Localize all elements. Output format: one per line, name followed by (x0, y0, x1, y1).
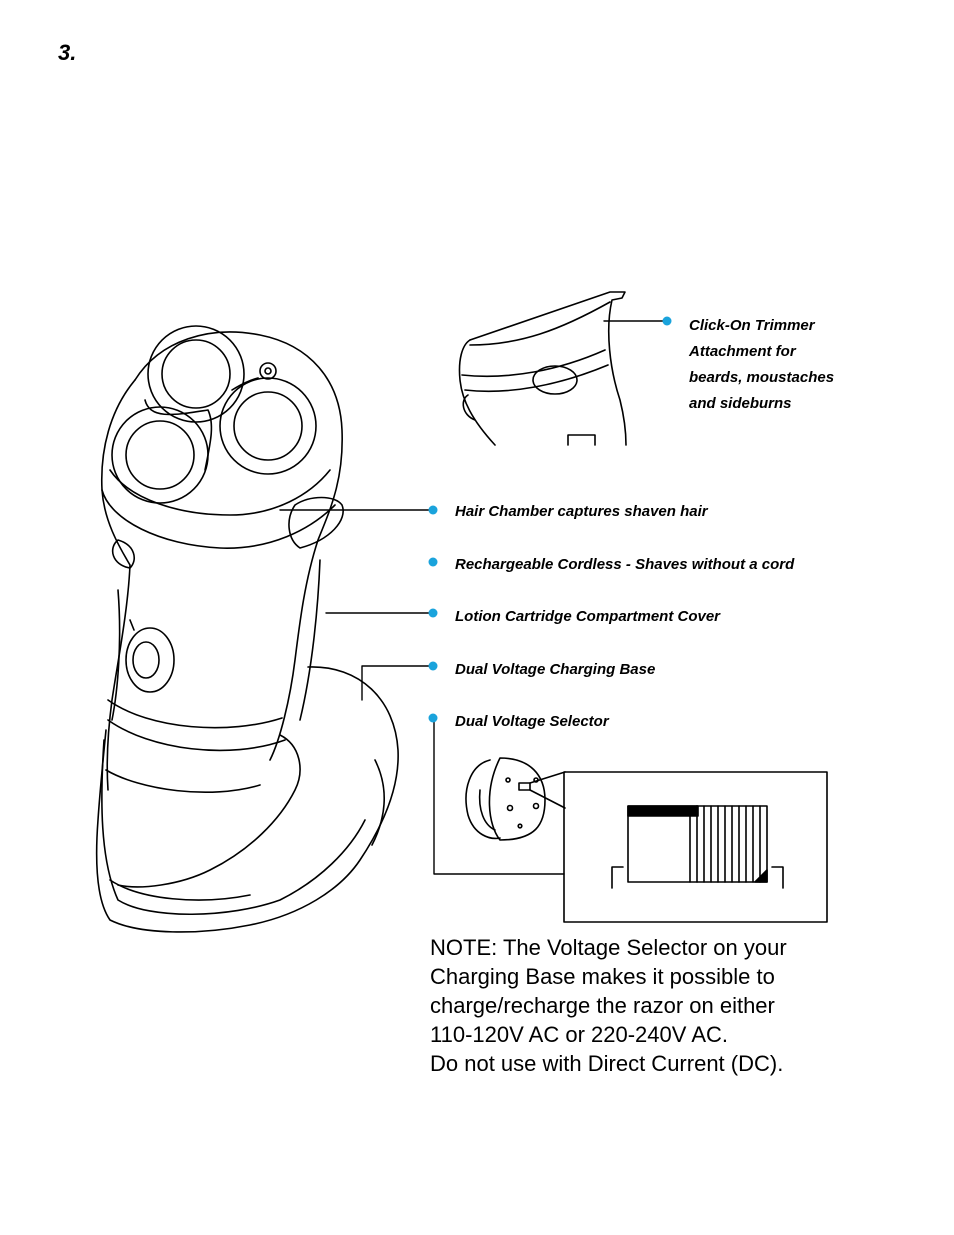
note-line: Charging Base makes it possible to (430, 964, 775, 989)
dot-icon (428, 608, 438, 618)
dot-icon (428, 505, 438, 515)
bullets (428, 316, 672, 723)
leader-lines (279, 320, 668, 875)
dot-icon (662, 316, 672, 326)
rechargeable-callout: Rechargeable Cordless - Shaves without a… (455, 556, 795, 573)
trimmer-callout-line: Attachment for (689, 343, 796, 360)
trimmer-callout: Click-On Trimmer Attachment for beards, … (689, 313, 834, 417)
voltage-note: NOTE: The Voltage Selector on your Charg… (430, 933, 787, 1078)
charging-base-drawing (95, 666, 399, 933)
note-line: NOTE: The Voltage Selector on your (430, 935, 787, 960)
dot-icon (428, 661, 438, 671)
lotion-cover-callout: Lotion Cartridge Compartment Cover (455, 608, 721, 625)
trimmer-drawing (458, 291, 627, 446)
trimmer-callout-line: beards, moustaches (689, 369, 835, 386)
dot-icon (428, 557, 438, 567)
page-number: 3. (58, 40, 77, 65)
note-line: 110-120V AC or 220-240V AC. (430, 1022, 729, 1047)
note-line: Do not use with Direct Current (DC). (430, 1051, 784, 1076)
charging-base-callout: Dual Voltage Charging Base (455, 661, 656, 678)
trimmer-callout-line: and sideburns (689, 395, 792, 412)
hair-chamber-callout: Hair Chamber captures shaven hair (455, 503, 708, 520)
note-line: charge/recharge the razor on either (430, 993, 775, 1018)
voltage-selector-callout: Dual Voltage Selector (455, 713, 609, 730)
dot-icon (428, 713, 438, 723)
shaver-body-drawing (100, 325, 344, 793)
voltage-selector-drawing (465, 757, 828, 923)
trimmer-callout-line: Click-On Trimmer (689, 317, 815, 334)
